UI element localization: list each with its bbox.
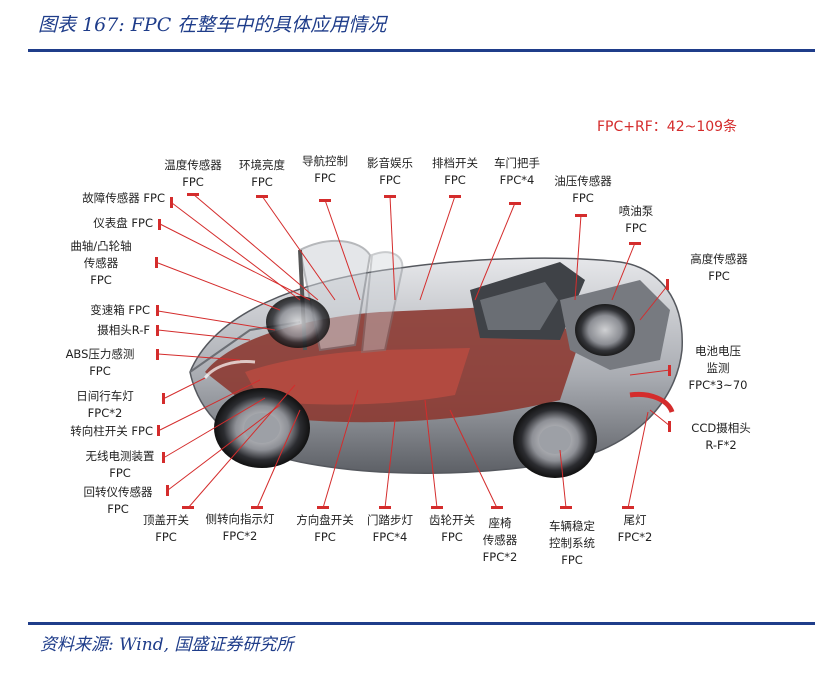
title-divider bbox=[28, 49, 815, 52]
source-divider bbox=[28, 622, 815, 625]
leader-lines bbox=[157, 193, 671, 509]
figure-title: 图表 167: FPC 在整车中的具体应用情况 bbox=[38, 14, 387, 36]
label-camera: 摄相头R-F bbox=[97, 323, 150, 337]
label-gearbox: 变速箱 FPC bbox=[90, 303, 150, 317]
source-note: 资料来源: Wind, 国盛证券研究所 bbox=[40, 635, 294, 655]
label-fault-sensor: 故障传感器 FPC bbox=[82, 191, 165, 205]
label-steering-column-switch: 转向柱开关 FPC bbox=[70, 424, 153, 438]
fpc-count-label: FPC+RF：42~109条 bbox=[597, 119, 738, 135]
sensor-markers bbox=[155, 193, 671, 509]
car-body bbox=[189, 239, 683, 478]
label-dashboard: 仪表盘 FPC bbox=[93, 216, 153, 230]
